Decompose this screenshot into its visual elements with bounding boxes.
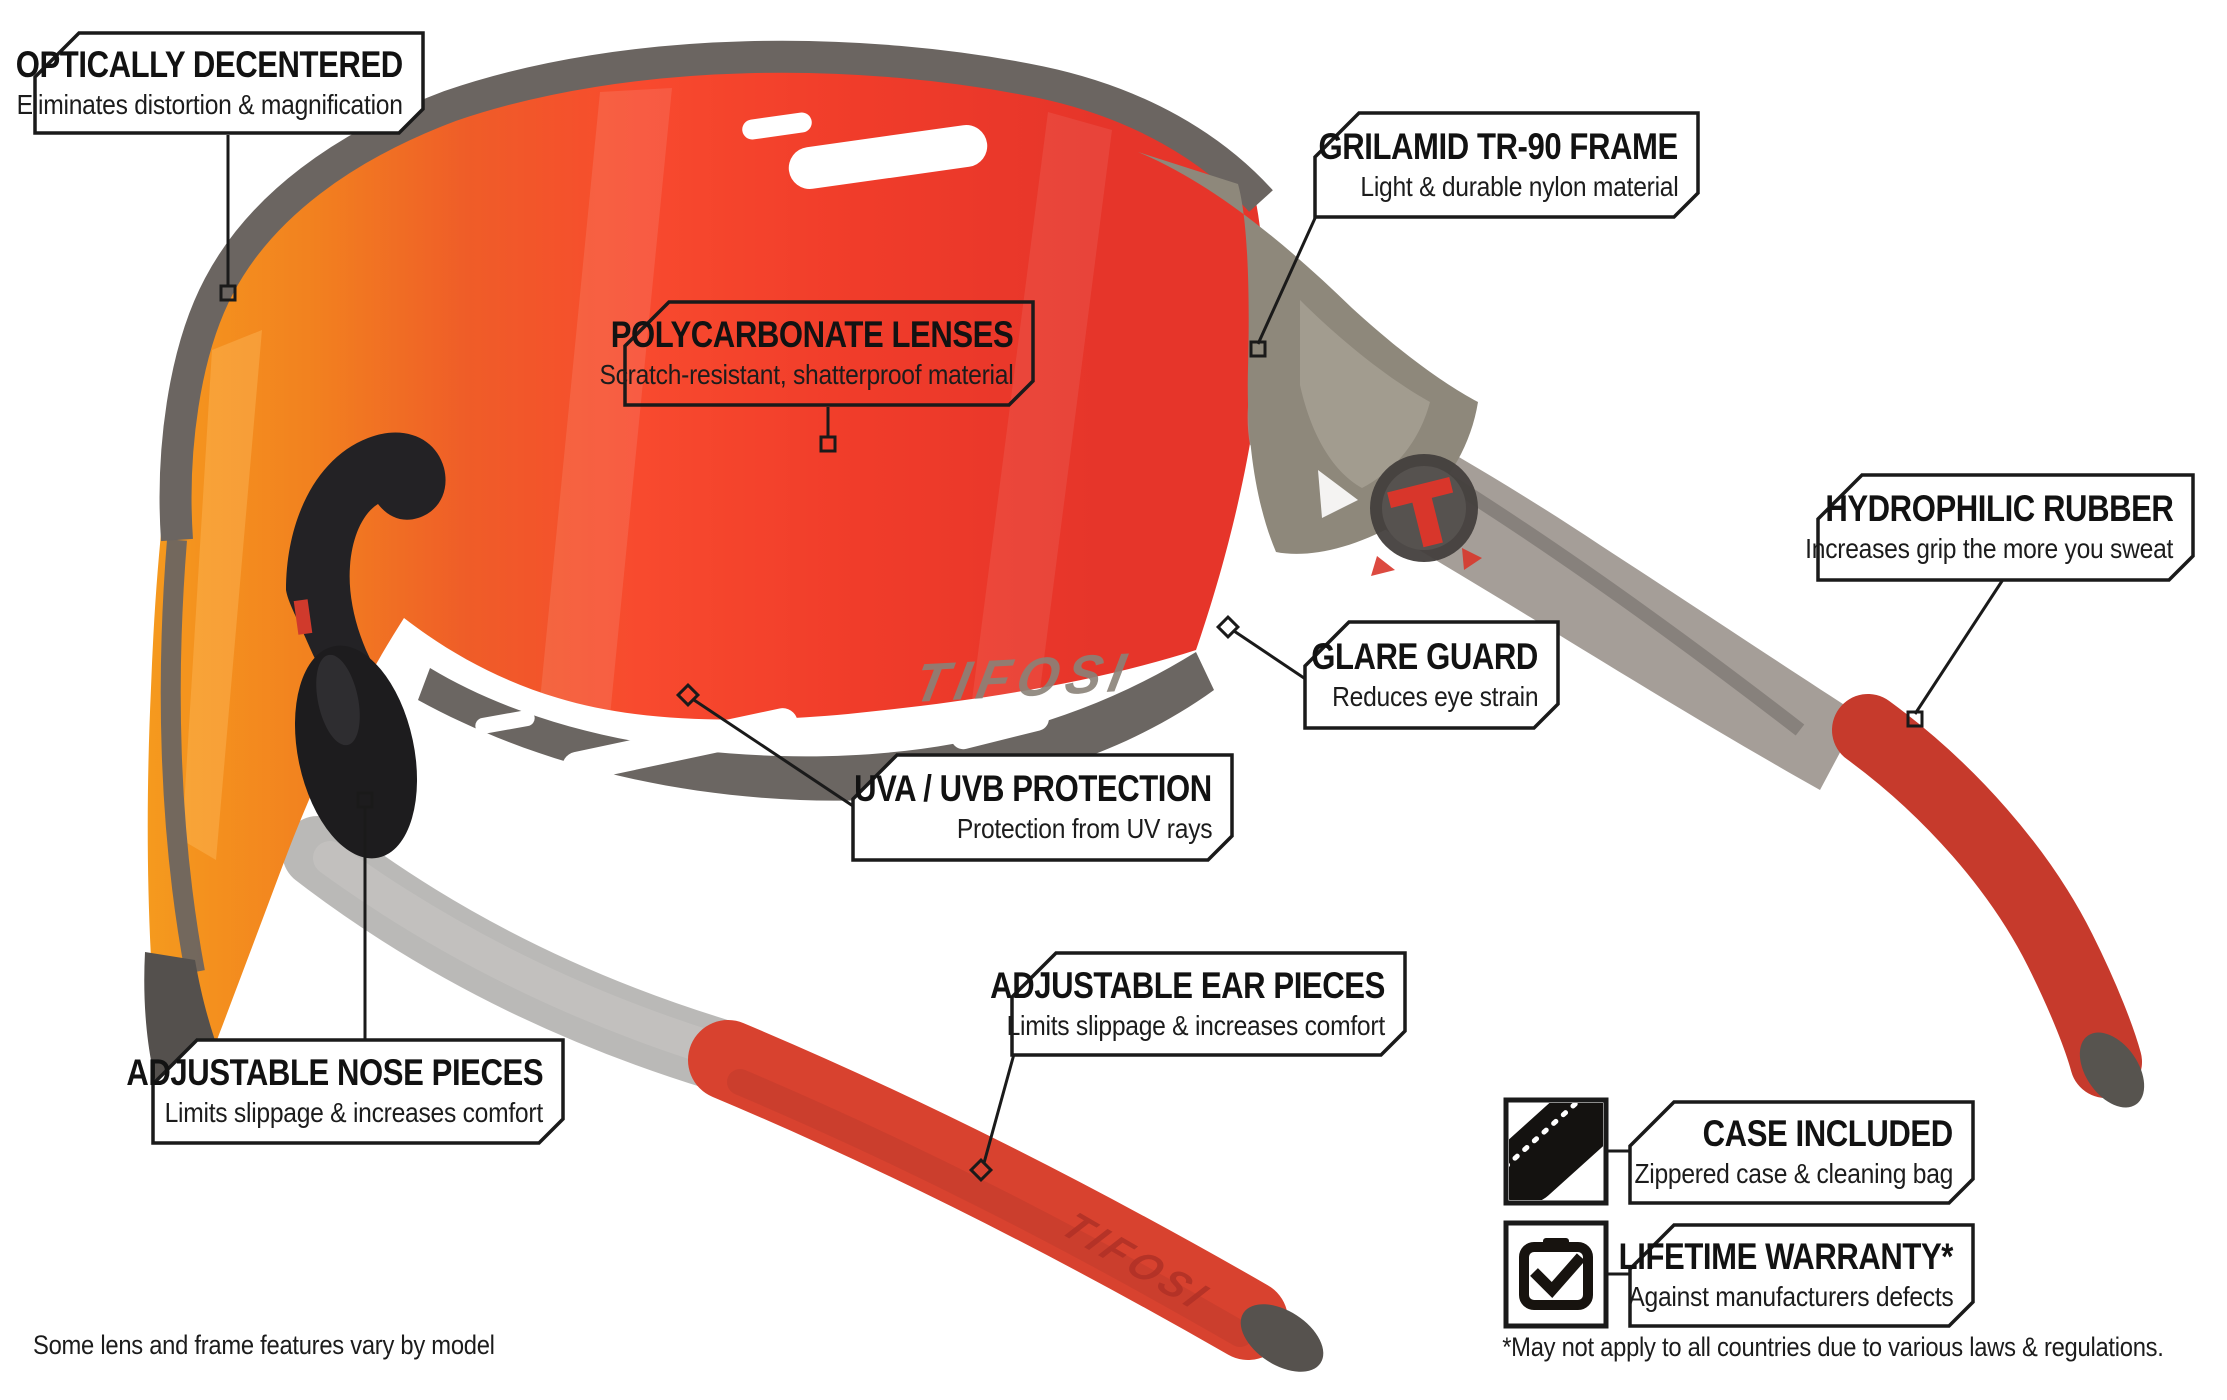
callout-title: LIFETIME WARRANTY*: [1618, 1236, 1954, 1278]
callout-uva-uvb-protection: UVA / UVB PROTECTION Protection from UV …: [853, 755, 1232, 860]
callout-subtitle: Reduces eye strain: [1331, 680, 1538, 712]
point-marker: [219, 284, 237, 302]
footnote-right: *May not apply to all countries due to v…: [1502, 1332, 2165, 1362]
callout-title: GLARE GUARD: [1311, 635, 1538, 677]
point-marker: [1249, 340, 1267, 358]
callout-adjustable-nose-pieces: ADJUSTABLE NOSE PIECES Limits slippage &…: [126, 1040, 563, 1143]
callout-case-included: CASE INCLUDED Zippered case & cleaning b…: [1630, 1102, 1973, 1203]
nose-piece: [286, 432, 446, 859]
callout-title: POLYCARBONATE LENSES: [610, 314, 1013, 356]
callout-optically-decentered: OPTICALLY DECENTERED Eliminates distorti…: [16, 33, 423, 133]
point-marker: [356, 791, 374, 809]
callout-subtitle: Eliminates distortion & magnification: [16, 88, 403, 120]
top-vent-slot: [788, 125, 988, 189]
callout-subtitle: Scratch-resistant, shatterproof material: [599, 359, 1013, 391]
callout-subtitle: Increases grip the more you sweat: [1805, 533, 2173, 565]
lens-highlight: [972, 112, 1112, 700]
top-vent-slot: [742, 112, 812, 140]
callout-subtitle: Against manufacturers defects: [1627, 1281, 1953, 1313]
lens-highlight: [182, 330, 262, 860]
lens-logo-text: TIFOSI: [910, 641, 1138, 714]
callout-title: OPTICALLY DECENTERED: [15, 43, 403, 85]
point-marker: [1215, 614, 1241, 640]
callout-glare-guard: GLARE GUARD Reduces eye strain: [1305, 622, 1558, 728]
callout-polycarbonate-lenses: POLYCARBONATE LENSES Scratch-resistant, …: [599, 302, 1033, 405]
callout-title: UVA / UVB PROTECTION: [854, 768, 1212, 810]
frame-wing: [1138, 152, 1478, 554]
right-temple-rubber: [1832, 694, 2142, 1098]
callout-outlines: [33, 31, 2195, 1328]
callout-title: GRILAMID TR-90 FRAME: [1318, 125, 1679, 167]
hinge-t-logo: [1387, 476, 1454, 548]
left-temple-tip: [1240, 1304, 1324, 1372]
warranty-icon: [1503, 1220, 1609, 1329]
callout-title: ADJUSTABLE EAR PIECES: [990, 964, 1385, 1006]
callout-subtitle: Protection from UV rays: [956, 813, 1213, 845]
case-icon: [1503, 1097, 1609, 1206]
callout-title: ADJUSTABLE NOSE PIECES: [126, 1052, 543, 1094]
callout-hydrophilic-rubber: HYDROPHILIC RUBBER Increases grip the mo…: [1805, 475, 2193, 580]
leader-lines: [219, 135, 2006, 1276]
bottom-vent-slot: [475, 710, 535, 734]
callout-subtitle: Light & durable nylon material: [1359, 170, 1678, 202]
callout-subtitle: Limits slippage & increases comfort: [164, 1097, 544, 1129]
callout-grilamid-frame: GRILAMID TR-90 FRAME Light & durable nyl…: [1315, 113, 1698, 217]
callout-title: CASE INCLUDED: [1702, 1113, 1954, 1155]
hinge-logo: [1370, 454, 1482, 576]
lens: [147, 62, 1265, 1087]
footnote-left: Some lens and frame features vary by mod…: [33, 1330, 495, 1360]
callout-adjustable-ear-pieces: ADJUSTABLE EAR PIECES Limits slippage & …: [990, 953, 1405, 1055]
bottom-vent-slot: [951, 706, 1049, 750]
lens-highlight: [540, 88, 672, 716]
point-marker: [819, 435, 837, 453]
callout-title: HYDROPHILIC RUBBER: [1824, 488, 2174, 530]
point-marker: [1906, 710, 1924, 728]
callout-subtitle: Zippered case & cleaning bag: [1634, 1158, 1953, 1190]
point-marker: [968, 1157, 994, 1183]
point-marker: [675, 682, 701, 708]
callout-lifetime-warranty: LIFETIME WARRANTY* Against manufacturers…: [1619, 1225, 1973, 1326]
right-temple-tip: [2079, 1032, 2145, 1108]
bottom-vent-slot: [562, 708, 798, 782]
callout-subtitle: Limits slippage & increases comfort: [1006, 1009, 1386, 1041]
